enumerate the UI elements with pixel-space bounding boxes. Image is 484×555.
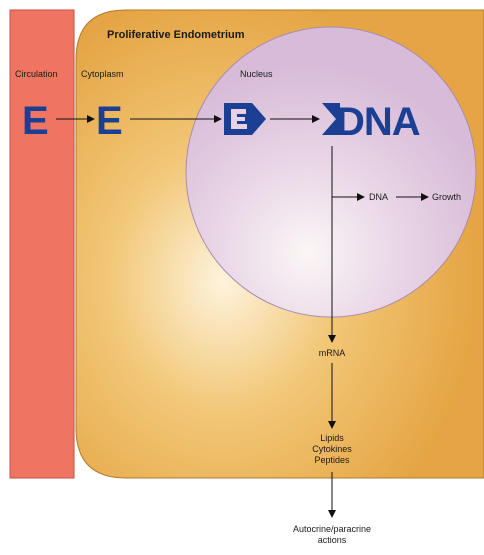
dna-receptor-notch-icon [322,103,340,135]
output-line-2: actions [318,535,347,545]
estrogen-receptor-complex-icon [224,103,266,135]
products-cytokines: Cytokines [312,444,352,454]
growth-label: Growth [432,192,461,202]
cytoplasm-label: Cytoplasm [81,69,124,79]
nucleus [185,26,477,318]
output-line-1: Autocrine/paracrine [293,524,371,534]
estrogen-circulation-symbol: E [22,99,49,143]
mrna-label: mRNA [319,348,346,358]
circulation-label: Circulation [15,69,58,79]
dna-symbol: DNA [336,100,420,144]
circulation-bar [9,9,75,479]
products-lipids: Lipids [320,433,344,443]
dna-branch-label: DNA [369,192,388,202]
estrogen-cytoplasm-symbol: E [96,99,123,143]
diagram-title: Proliferative Endometrium [107,29,245,41]
nucleus-label: Nucleus [240,69,273,79]
products-peptides: Peptides [314,455,350,465]
